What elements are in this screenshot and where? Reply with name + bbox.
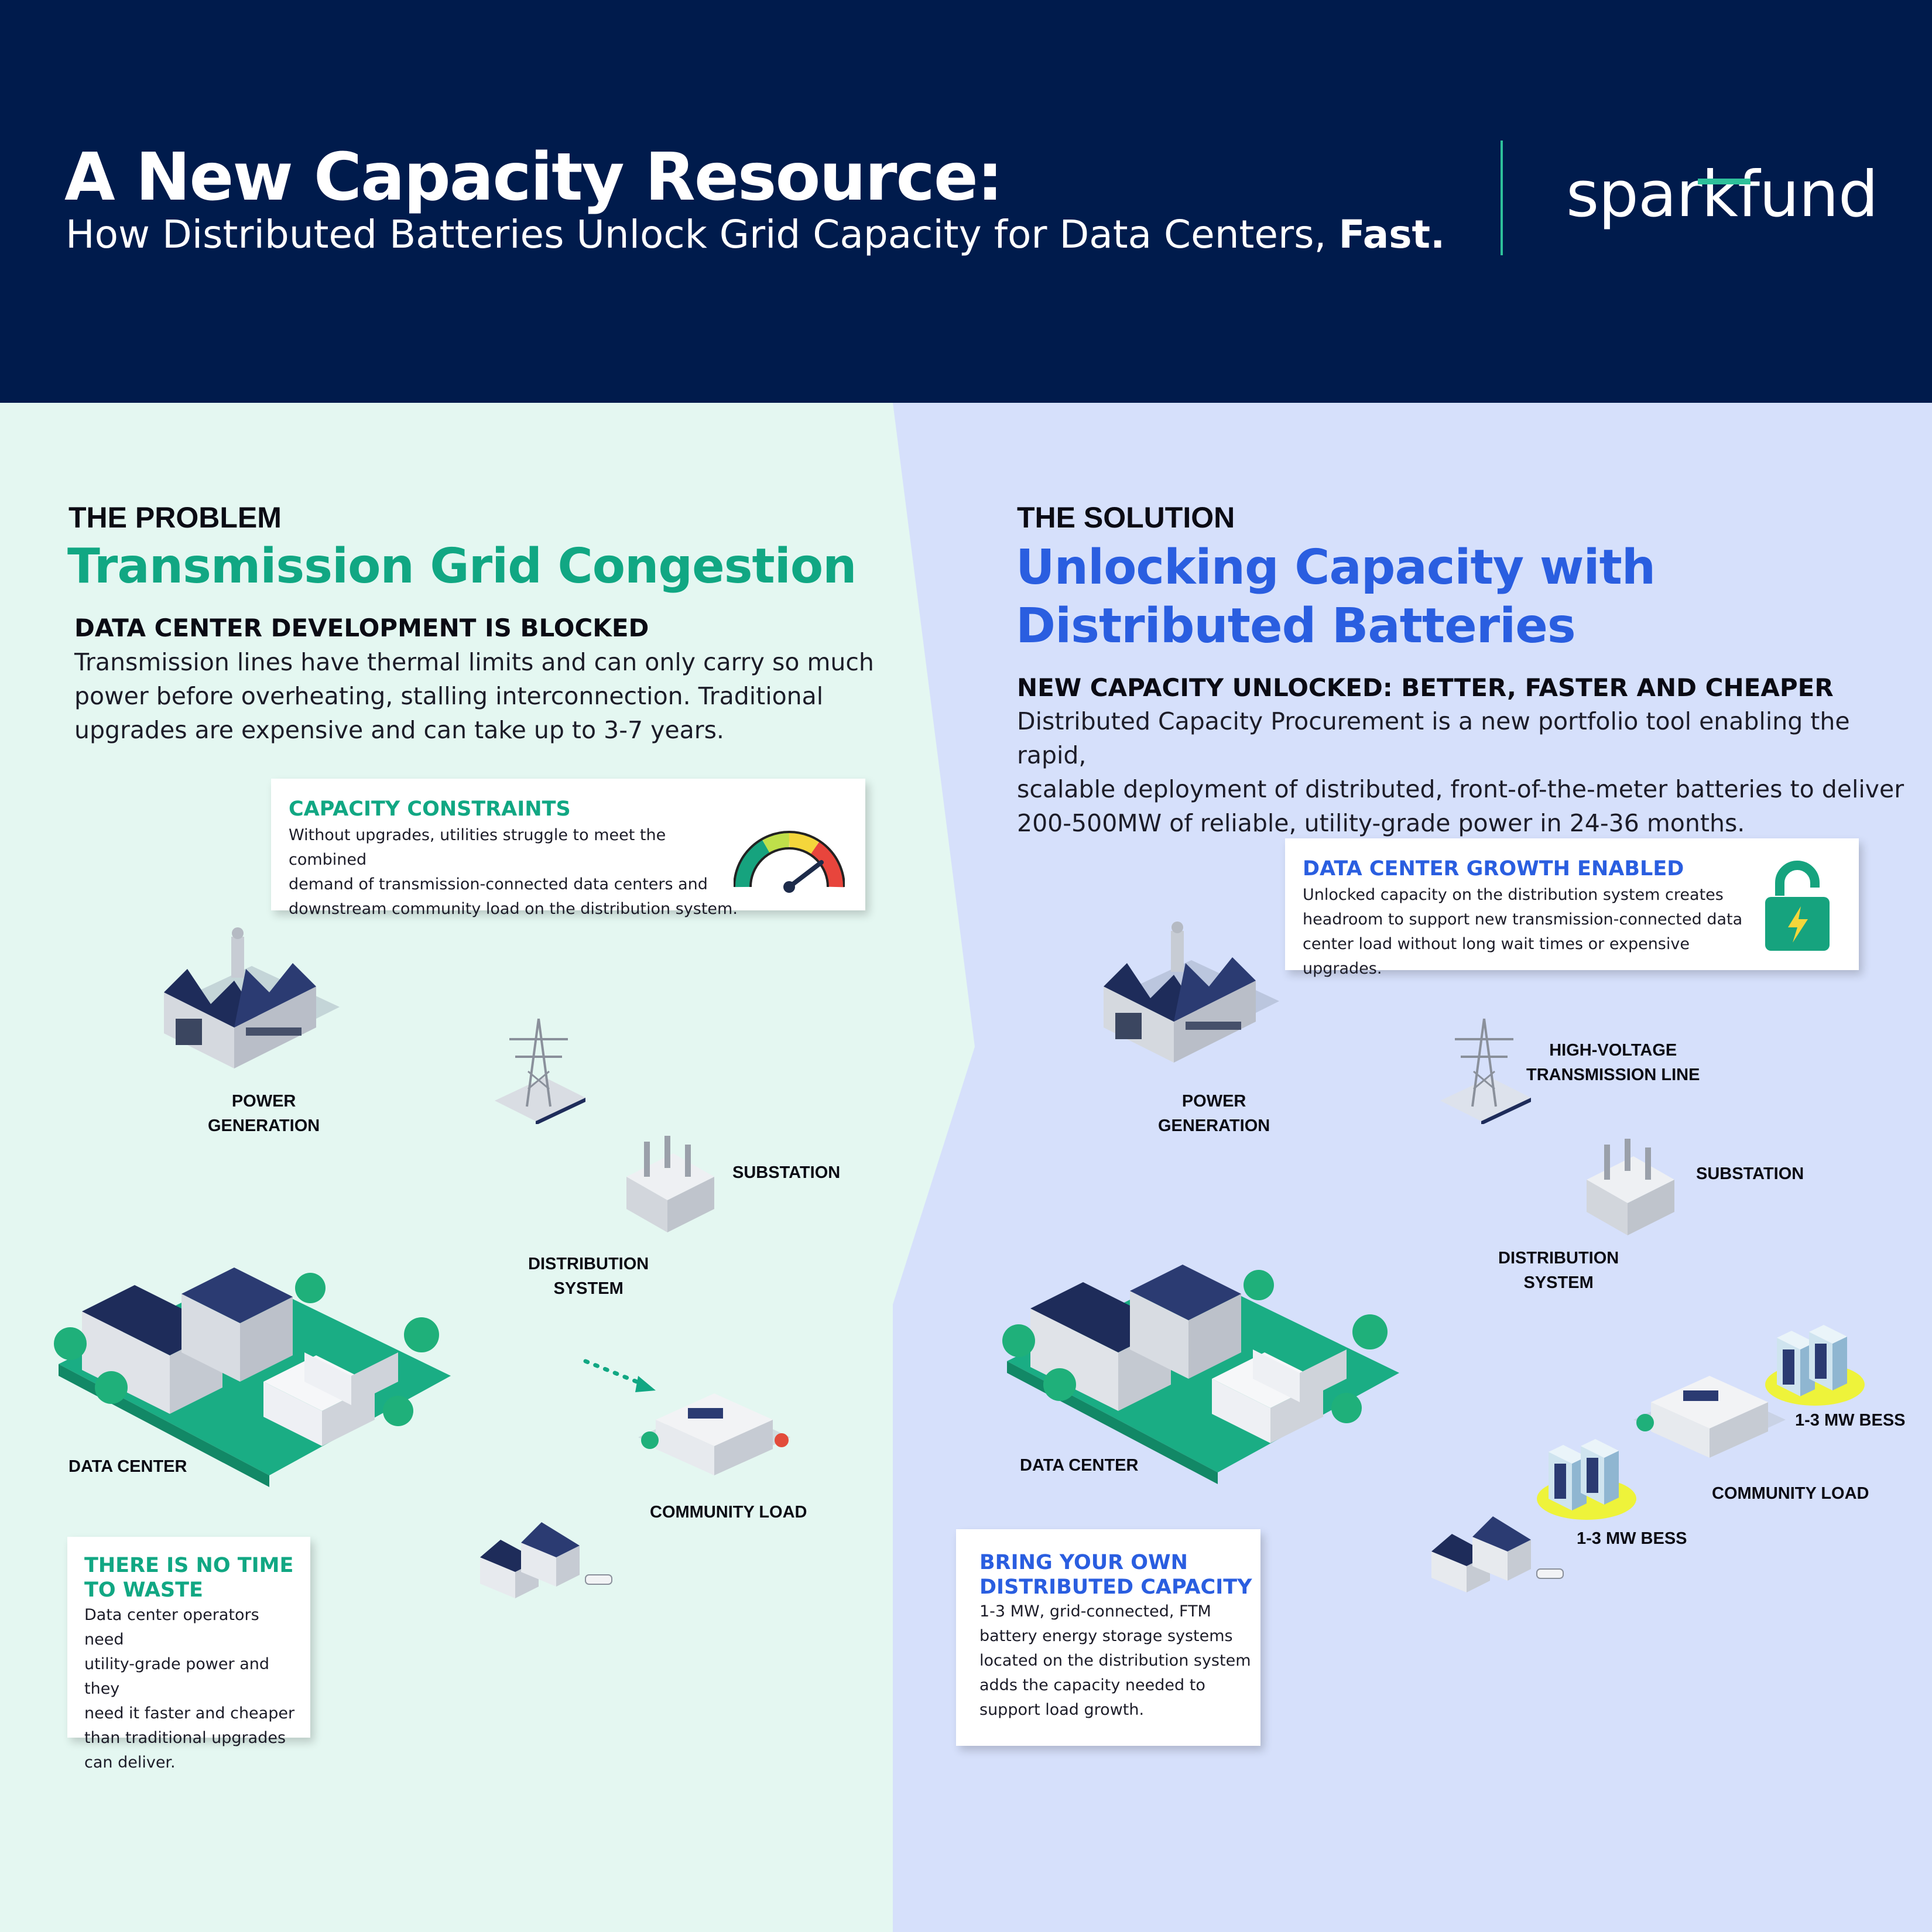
- houses-illustration: [480, 1522, 612, 1598]
- no-time-text: Data center operators need utility-grade…: [84, 1603, 301, 1775]
- card-line: battery energy storage systems: [979, 1627, 1233, 1645]
- growth-enabled-title: DATA CENTER GROWTH ENABLED: [1303, 857, 1684, 881]
- bring-your-own-capacity-card: BRING YOUR OWN DISTRIBUTED CAPACITY 1-3 …: [956, 1529, 1260, 1746]
- label-line: GENERATION: [208, 1116, 320, 1135]
- page-subtitle: How Distributed Batteries Unlock Grid Ca…: [66, 212, 1445, 257]
- battery-storage-icon: [1765, 1325, 1865, 1406]
- label-data-center: DATA CENTER: [1020, 1456, 1139, 1475]
- title-line: BRING YOUR OWN: [979, 1551, 1188, 1574]
- problem-subhead: DATA CENTER DEVELOPMENT IS BLOCKED: [74, 614, 649, 642]
- battery-storage-icon: [1537, 1439, 1636, 1520]
- label-line: POWER: [231, 1092, 296, 1111]
- problem-body: Transmission lines have thermal limits a…: [74, 645, 894, 747]
- label-line: SYSTEM: [553, 1279, 624, 1298]
- card-line: support load growth.: [979, 1701, 1145, 1719]
- byo-text: 1-3 MW, grid-connected, FTM battery ener…: [979, 1599, 1255, 1722]
- solution-body-line: 200-500MW of reliable, utility-grade pow…: [1017, 809, 1745, 837]
- label-line: SYSTEM: [1523, 1273, 1594, 1292]
- card-line: Unlocked capacity on the distribution sy…: [1303, 886, 1724, 904]
- no-time-title: THERE IS NO TIME TO WASTE: [84, 1553, 293, 1602]
- label-power-generation: POWER GENERATION: [1158, 1089, 1270, 1138]
- card-line: center load without long wait times or e…: [1303, 935, 1690, 978]
- title-line: TO WASTE: [84, 1578, 203, 1602]
- card-line: demand of transmission-connected data ce…: [289, 875, 708, 893]
- unlocked-padlock-icon: [1765, 861, 1830, 951]
- gauge-icon: [734, 831, 845, 893]
- flow-arrow-icon: [583, 1359, 656, 1392]
- label-line: DISTRIBUTION: [528, 1255, 649, 1273]
- label-power-generation: POWER GENERATION: [208, 1089, 320, 1138]
- label-data-center: DATA CENTER: [68, 1457, 187, 1476]
- power-plant-illustration: [164, 927, 340, 1068]
- transmission-tower-icon: [1440, 1018, 1531, 1124]
- sparkfund-logo: sparkfund: [1566, 158, 1878, 231]
- problem-headline: Transmission Grid Congestion: [67, 539, 857, 594]
- growth-enabled-card: DATA CENTER GROWTH ENABLED Unlocked capa…: [1285, 838, 1859, 978]
- byo-title: BRING YOUR OWN DISTRIBUTED CAPACITY: [979, 1550, 1252, 1599]
- community-building-illustration: [638, 1393, 790, 1475]
- solution-body-line: Distributed Capacity Procurement is a ne…: [1017, 707, 1850, 769]
- card-line: adds the capacity needed to: [979, 1676, 1205, 1694]
- houses-illustration: [1431, 1516, 1564, 1592]
- no-time-to-waste-card: THERE IS NO TIME TO WASTE Data center op…: [67, 1537, 310, 1772]
- card-line: Without upgrades, utilities struggle to …: [289, 826, 666, 869]
- card-line: utility-grade power and they: [84, 1655, 269, 1698]
- card-line: downstream community load on the distrib…: [289, 900, 738, 918]
- community-building-illustration: [1633, 1376, 1786, 1458]
- card-line: can deliver.: [84, 1753, 176, 1772]
- label-distribution-system: DISTRIBUTION SYSTEM: [1498, 1246, 1619, 1295]
- substation-icon: [1587, 1139, 1674, 1235]
- solution-headline: Unlocking Capacity with Distributed Batt…: [1016, 539, 1656, 656]
- subtitle-emphasis: Fast.: [1338, 212, 1445, 257]
- data-center-campus-illustration: [1002, 1265, 1399, 1484]
- card-line: headroom to support new transmission-con…: [1303, 910, 1743, 929]
- card-line: located on the distribution system: [979, 1652, 1251, 1670]
- capacity-constraints-card: CAPACITY CONSTRAINTS Without upgrades, u…: [271, 779, 865, 918]
- headline-line: Distributed Batteries: [1016, 598, 1576, 654]
- label-substation: SUBSTATION: [732, 1163, 841, 1182]
- data-center-campus-illustration: [54, 1268, 451, 1487]
- title-line: DISTRIBUTED CAPACITY: [979, 1575, 1252, 1599]
- solution-eyebrow: THE SOLUTION: [1017, 501, 1235, 534]
- transmission-tower-icon: [495, 1018, 585, 1124]
- header-divider: [1501, 141, 1503, 255]
- label-line: GENERATION: [1158, 1116, 1270, 1135]
- label-line: HIGH-VOLTAGE: [1549, 1041, 1677, 1060]
- label-community-load: COMMUNITY LOAD: [650, 1503, 807, 1522]
- label-line: DISTRIBUTION: [1498, 1249, 1619, 1268]
- title-line: THERE IS NO TIME: [84, 1554, 294, 1577]
- substation-icon: [626, 1136, 714, 1232]
- capacity-constraints-title: CAPACITY CONSTRAINTS: [289, 797, 571, 821]
- card-line: Data center operators need: [84, 1606, 259, 1649]
- label-bess-2: 1-3 MW BESS: [1577, 1529, 1687, 1548]
- power-plant-illustration: [1104, 922, 1279, 1063]
- label-transmission-line: HIGH-VOLTAGE TRANSMISSION LINE: [1526, 1038, 1700, 1087]
- growth-enabled-text: Unlocked capacity on the distribution sy…: [1303, 883, 1765, 981]
- problem-body-line: Transmission lines have thermal limits a…: [74, 648, 874, 676]
- capacity-constraints-text: Without upgrades, utilities struggle to …: [289, 823, 745, 922]
- card-line: than traditional upgrades: [84, 1729, 286, 1747]
- label-distribution-system: DISTRIBUTION SYSTEM: [528, 1252, 649, 1301]
- card-line: 1-3 MW, grid-connected, FTM: [979, 1602, 1211, 1621]
- solution-subhead: NEW CAPACITY UNLOCKED: BETTER, FASTER AN…: [1017, 673, 1834, 702]
- header-banner: [0, 0, 1932, 403]
- card-line: need it faster and cheaper: [84, 1704, 295, 1722]
- solution-body: Distributed Capacity Procurement is a ne…: [1017, 704, 1907, 840]
- problem-eyebrow: THE PROBLEM: [68, 501, 282, 534]
- label-line: POWER: [1181, 1092, 1246, 1111]
- problem-body-line: power before overheating, stalling inter…: [74, 682, 824, 710]
- label-line: TRANSMISSION LINE: [1526, 1066, 1700, 1084]
- headline-line: Unlocking Capacity with: [1016, 540, 1656, 595]
- label-community-load: COMMUNITY LOAD: [1712, 1484, 1869, 1503]
- problem-body-line: upgrades are expensive and can take up t…: [74, 716, 724, 744]
- page-title: A New Capacity Resource:: [64, 139, 1003, 215]
- logo-accent-bar: [1698, 179, 1751, 184]
- solution-body-line: scalable deployment of distributed, fron…: [1017, 775, 1904, 803]
- label-substation: SUBSTATION: [1696, 1164, 1804, 1183]
- label-bess-1: 1-3 MW BESS: [1795, 1411, 1906, 1430]
